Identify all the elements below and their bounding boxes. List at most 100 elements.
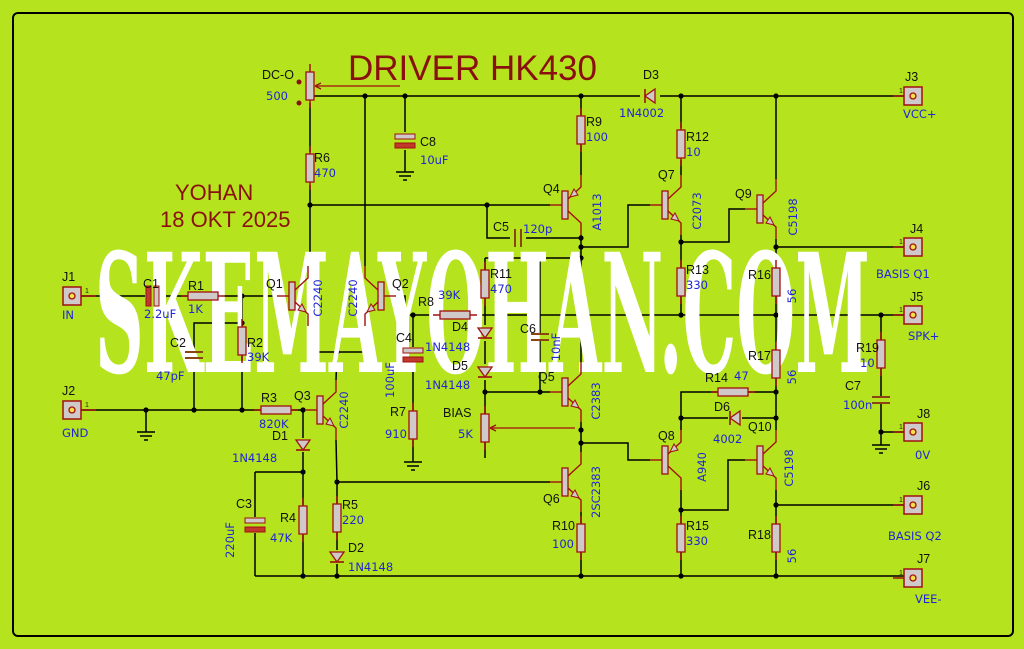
value-label: 820K — [259, 417, 289, 431]
value-label: 39K — [247, 350, 270, 364]
connector-j7[interactable]: 1 — [893, 568, 923, 588]
transistor-q5 — [550, 362, 582, 422]
junction-node — [410, 312, 416, 318]
connector-j6[interactable]: 1 — [893, 495, 923, 515]
capacitor-c1 — [145, 285, 160, 307]
resistor-r15 — [676, 516, 686, 560]
designator-label: R4 — [280, 511, 296, 525]
connector-j2[interactable]: 1 — [62, 400, 96, 420]
junction-node — [300, 407, 306, 413]
designator-label: J2 — [62, 384, 75, 398]
connector-j4[interactable]: 1 — [893, 237, 923, 257]
diode-d3 — [643, 87, 656, 105]
junction-node — [678, 573, 684, 579]
designator-label: R11 — [490, 267, 512, 281]
resistor-r16 — [771, 260, 781, 304]
wire — [581, 204, 650, 248]
junction-node — [239, 407, 245, 413]
designator-label: Q8 — [658, 429, 675, 443]
value-label: 220 — [342, 513, 364, 527]
designator-label: C1 — [143, 277, 159, 291]
designator-label: R1 — [188, 279, 204, 293]
designator-label: Q7 — [658, 168, 675, 182]
capacitor-c4 — [402, 347, 424, 363]
value-label: GND — [62, 426, 89, 440]
resistor-r4 — [298, 498, 308, 542]
value-label: C2240 — [346, 279, 360, 316]
capacitor-c3 — [244, 517, 266, 533]
capacitor-c2 — [185, 351, 203, 359]
designator-label: D1 — [272, 429, 288, 443]
value-label: C2240 — [311, 279, 325, 316]
value-label: 330 — [686, 278, 708, 292]
capacitor-c7 — [872, 396, 890, 404]
designator-label: R16 — [748, 268, 771, 282]
junction-node — [578, 427, 584, 433]
transistor-q4 — [550, 175, 582, 235]
sheet-border — [12, 12, 1014, 637]
designator-label: J4 — [910, 222, 923, 236]
junction-node — [239, 293, 245, 299]
diode-d2 — [328, 551, 346, 564]
resistor-r7 — [408, 403, 418, 447]
designator-label: R10 — [552, 519, 575, 533]
designator-label: Q4 — [543, 182, 560, 196]
designator-label: Q10 — [748, 420, 772, 434]
designator-label: R9 — [586, 115, 602, 129]
resistor-r10 — [576, 516, 586, 560]
value-label: 47 — [734, 369, 749, 383]
junction-node — [678, 415, 684, 421]
value-label: 56 — [785, 370, 799, 385]
ground-symbol — [137, 431, 155, 441]
junction-node — [578, 255, 584, 261]
wire — [486, 205, 510, 239]
designator-label: DC-O — [262, 68, 294, 82]
junction-node — [773, 244, 779, 250]
designator-label: BIAS — [443, 406, 472, 420]
designator-label: J7 — [917, 552, 930, 566]
value-label: 2SC2383 — [589, 466, 603, 518]
designator-label: J6 — [917, 479, 930, 493]
designator-label: R17 — [748, 349, 771, 363]
junction-node — [362, 93, 368, 99]
junction-node — [678, 312, 684, 318]
value-label: A1013 — [590, 193, 604, 230]
value-label: C5198 — [782, 449, 796, 486]
potentiometer-bias-body — [480, 406, 490, 450]
designator-label: R2 — [247, 336, 263, 350]
junction-node — [537, 389, 543, 395]
value-label: A940 — [695, 452, 709, 482]
connector-j5[interactable]: 1 — [893, 305, 923, 325]
designator-label: D5 — [452, 359, 468, 373]
value-label: C2073 — [690, 192, 704, 229]
ground-symbol — [872, 444, 890, 454]
resistor-r13 — [676, 260, 686, 304]
value-label: 100n — [843, 398, 872, 412]
wire — [335, 351, 338, 381]
connector-j1[interactable]: 1 — [62, 286, 96, 306]
designator-label: J1 — [62, 270, 75, 284]
value-label: 500 — [266, 89, 288, 103]
diode-d5 — [476, 366, 494, 379]
junction-node — [334, 479, 340, 485]
designator-label: R19 — [856, 341, 879, 355]
designator-label: C7 — [845, 379, 861, 393]
designator-label: J5 — [910, 290, 923, 304]
value-label: VEE- — [915, 592, 942, 606]
wire — [681, 459, 745, 511]
junction-node — [300, 573, 306, 579]
designator-label: C4 — [396, 331, 412, 345]
pin-number: 1 — [85, 402, 89, 409]
value-label: 56 — [785, 549, 799, 564]
value-label: 1N4002 — [619, 106, 664, 120]
transistor-q3 — [305, 380, 337, 440]
schematic-title: DRIVER HK430 — [348, 49, 597, 88]
author-name: YOHAN — [175, 180, 253, 205]
connector-j3[interactable]: 1 — [893, 86, 923, 106]
pin-number: 1 — [899, 307, 903, 314]
designator-label: C2 — [170, 336, 186, 350]
connector-j8[interactable]: 1 — [893, 422, 923, 442]
value-label: 910 — [385, 427, 407, 441]
junction-node — [878, 312, 884, 318]
